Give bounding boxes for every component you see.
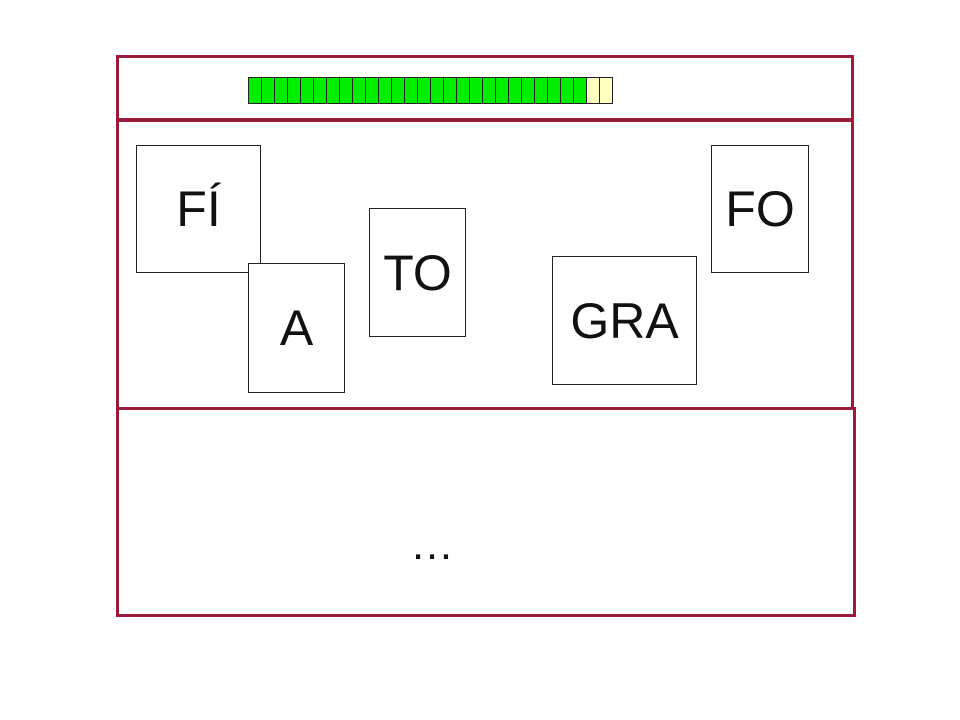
progress-segment-done [547, 77, 561, 104]
progress-segment-done [261, 77, 275, 104]
progress-segment-done [534, 77, 548, 104]
progress-segment-done [521, 77, 535, 104]
progress-segment-done [456, 77, 470, 104]
progress-segment-done [378, 77, 392, 104]
progress-segment-done [274, 77, 288, 104]
progress-segment-done [313, 77, 327, 104]
progress-segment-done [352, 77, 366, 104]
progress-segment-done [326, 77, 340, 104]
syllable-tile-a[interactable]: A [248, 263, 345, 393]
progress-segment-done [391, 77, 405, 104]
syllable-tile-fi[interactable]: FÍ [136, 145, 261, 273]
tile-label: FÍ [176, 181, 221, 237]
progress-segment-done [248, 77, 262, 104]
tile-label: FO [725, 181, 795, 237]
tile-label: GRA [570, 292, 679, 349]
progress-bar [248, 77, 613, 104]
syllable-tile-gra[interactable]: GRA [552, 256, 697, 385]
progress-segment-done [482, 77, 496, 104]
progress-segment-done [560, 77, 574, 104]
progress-segment-done [404, 77, 418, 104]
syllable-tile-to[interactable]: TO [369, 208, 466, 337]
progress-segment-done [287, 77, 301, 104]
progress-segment-done [417, 77, 431, 104]
progress-segment-done [443, 77, 457, 104]
progress-segment-done [430, 77, 444, 104]
progress-segment-done [300, 77, 314, 104]
tile-label: A [279, 300, 314, 356]
tile-label: TO [383, 244, 452, 301]
progress-segment-pending [586, 77, 600, 104]
progress-segment-done [508, 77, 522, 104]
answer-area[interactable] [116, 407, 856, 617]
progress-segment-done [365, 77, 379, 104]
progress-segment-done [495, 77, 509, 104]
progress-segment-pending [599, 77, 613, 104]
progress-segment-done [339, 77, 353, 104]
answer-placeholder: … [410, 520, 456, 569]
progress-segment-done [573, 77, 587, 104]
progress-segment-done [469, 77, 483, 104]
syllable-tile-fo[interactable]: FO [711, 145, 809, 273]
